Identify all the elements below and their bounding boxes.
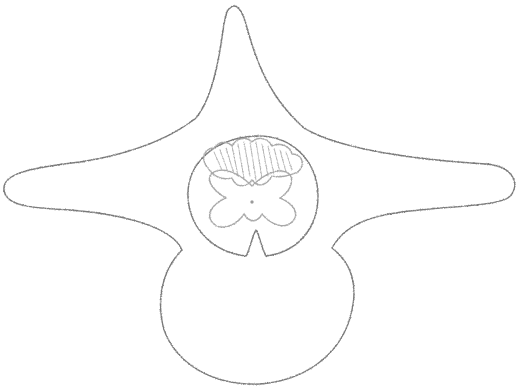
hatch-stroke bbox=[256, 142, 262, 178]
hatch-stroke bbox=[214, 152, 222, 170]
spinal-canal-outline bbox=[188, 136, 318, 256]
hatch-stroke bbox=[250, 142, 256, 180]
hatch-stroke bbox=[274, 148, 280, 172]
hatch-stroke bbox=[268, 146, 274, 174]
hatch-stroke bbox=[262, 144, 268, 176]
hatch-stroke bbox=[286, 152, 292, 170]
hatch-stroke bbox=[238, 144, 244, 178]
vertebra-outline bbox=[4, 6, 515, 384]
hatch-stroke bbox=[280, 150, 286, 172]
central-canal bbox=[250, 200, 253, 203]
hatch-stroke bbox=[244, 142, 250, 176]
hatch-lines bbox=[214, 142, 292, 180]
